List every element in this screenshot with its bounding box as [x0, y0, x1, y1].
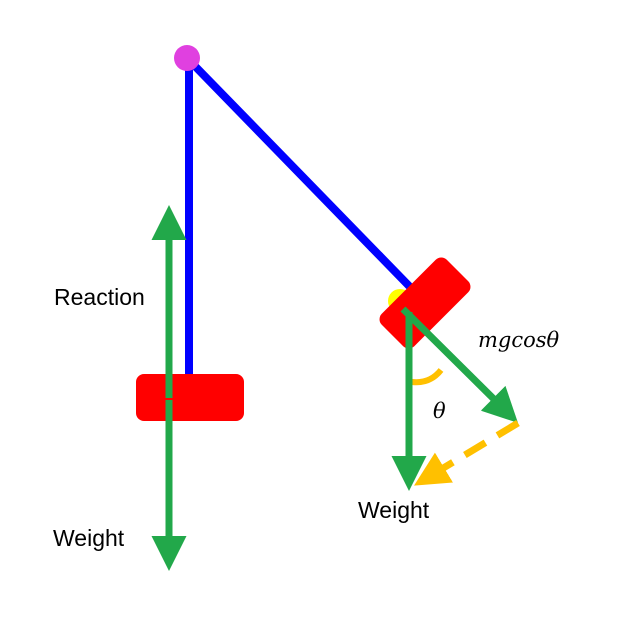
weight-label-left: Weight	[53, 525, 125, 551]
weight-label-right: Weight	[358, 497, 430, 523]
component-label: mgcosθ	[478, 328, 560, 352]
displaced-string	[186, 57, 415, 292]
component-guide-dashed	[414, 420, 520, 486]
bob-at-rest	[136, 374, 244, 421]
pivot-point	[174, 45, 200, 71]
component-arrow	[400, 306, 518, 423]
angle-label: θ	[433, 399, 446, 423]
angle-arc	[411, 368, 444, 386]
reaction-label: Reaction	[54, 284, 145, 310]
bob-displaced	[379, 257, 471, 349]
